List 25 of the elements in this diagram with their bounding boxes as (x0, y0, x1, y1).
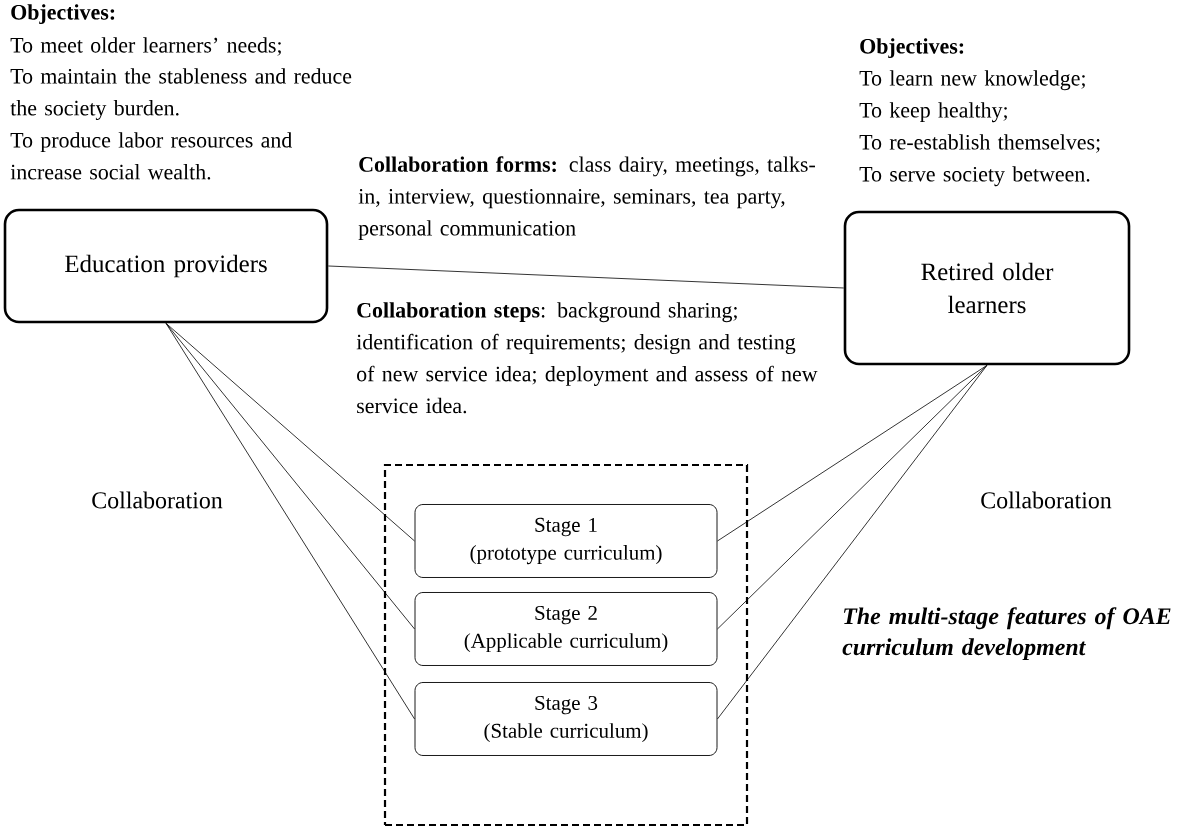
side-label: Collaboration (92, 491, 223, 509)
connector-line (327, 265, 845, 289)
connector-line (717, 364, 988, 720)
rounded-box: Retired older learners (843, 210, 1131, 366)
objective-text: To serve society between. (859, 166, 1090, 187)
objective-text: To maintain the stableness and reduce the society burden. (10, 68, 352, 120)
stage-box: Stage 2 (Applicable curriculum) (414, 592, 718, 666)
rounded-box: Education providers (3, 208, 329, 324)
caption-text: The multi-stage features of OAE curriculum development (842, 607, 1171, 660)
stage-box: Stage 3 (Stable curriculum) (414, 682, 718, 756)
objective-text: To re-establish themselves; (859, 134, 1100, 153)
objective-text: To keep healthy; (859, 102, 1007, 123)
stage-box: Stage 1 (prototype curriculum) (414, 504, 718, 578)
connector-line (165, 322, 415, 720)
connector-line (717, 364, 988, 542)
objective-text: To produce labor resources and increase social wealth. (10, 132, 292, 180)
paragraph-text: Collaboration forms: class dairy, meetings, talks-in, interview, questionnaire, seminars, tea party, personal communication (358, 156, 815, 241)
heading: Objectives: (860, 38, 964, 59)
dashed-frame (383, 463, 749, 827)
objective-text: To meet older learners’ needs; (10, 37, 281, 56)
side-label: Collaboration (981, 491, 1112, 509)
connector-line (165, 322, 415, 630)
objective-text: To learn new knowledge; (859, 70, 1085, 91)
heading: Objectives: (11, 4, 115, 25)
paragraph-text: Collaboration steps: background sharing; identification of requirements; design and testing of new service idea; deployment and assess of new service idea. (356, 302, 818, 414)
